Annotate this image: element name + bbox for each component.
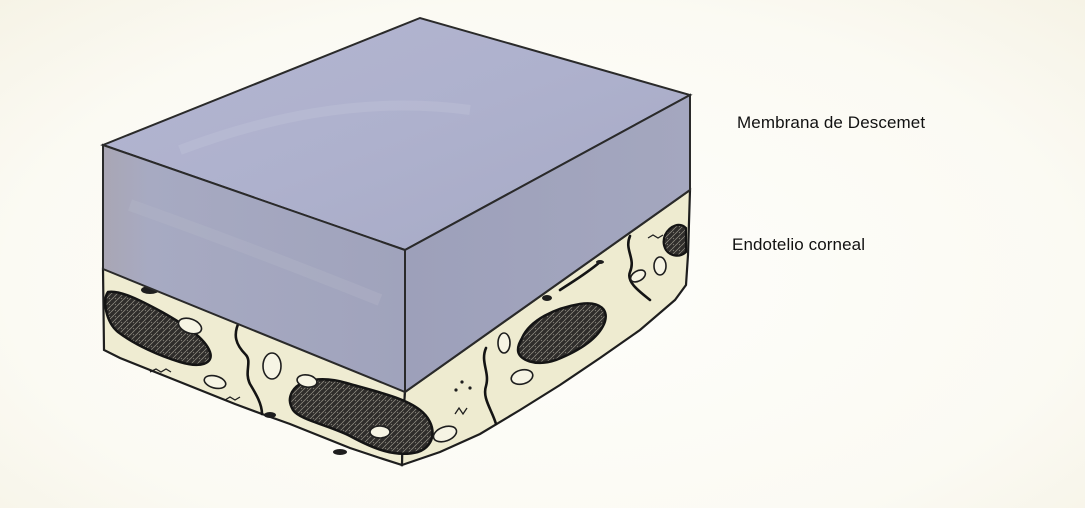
organelle-dot bbox=[264, 412, 276, 418]
mitochondrion bbox=[263, 353, 281, 379]
organelle-dot bbox=[542, 295, 552, 301]
label-descemet-membrane: Membrana de Descemet bbox=[737, 113, 925, 133]
mitochondrion bbox=[654, 257, 666, 275]
mitochondrion bbox=[370, 426, 390, 438]
mitochondrion bbox=[498, 333, 510, 353]
organelle-dot bbox=[454, 388, 457, 391]
organelle-dot bbox=[460, 380, 463, 383]
organelle-dot bbox=[596, 260, 604, 264]
organelle-dot bbox=[333, 449, 347, 455]
label-corneal-endothelium: Endotelio corneal bbox=[732, 235, 865, 255]
organelle-dot bbox=[468, 386, 471, 389]
